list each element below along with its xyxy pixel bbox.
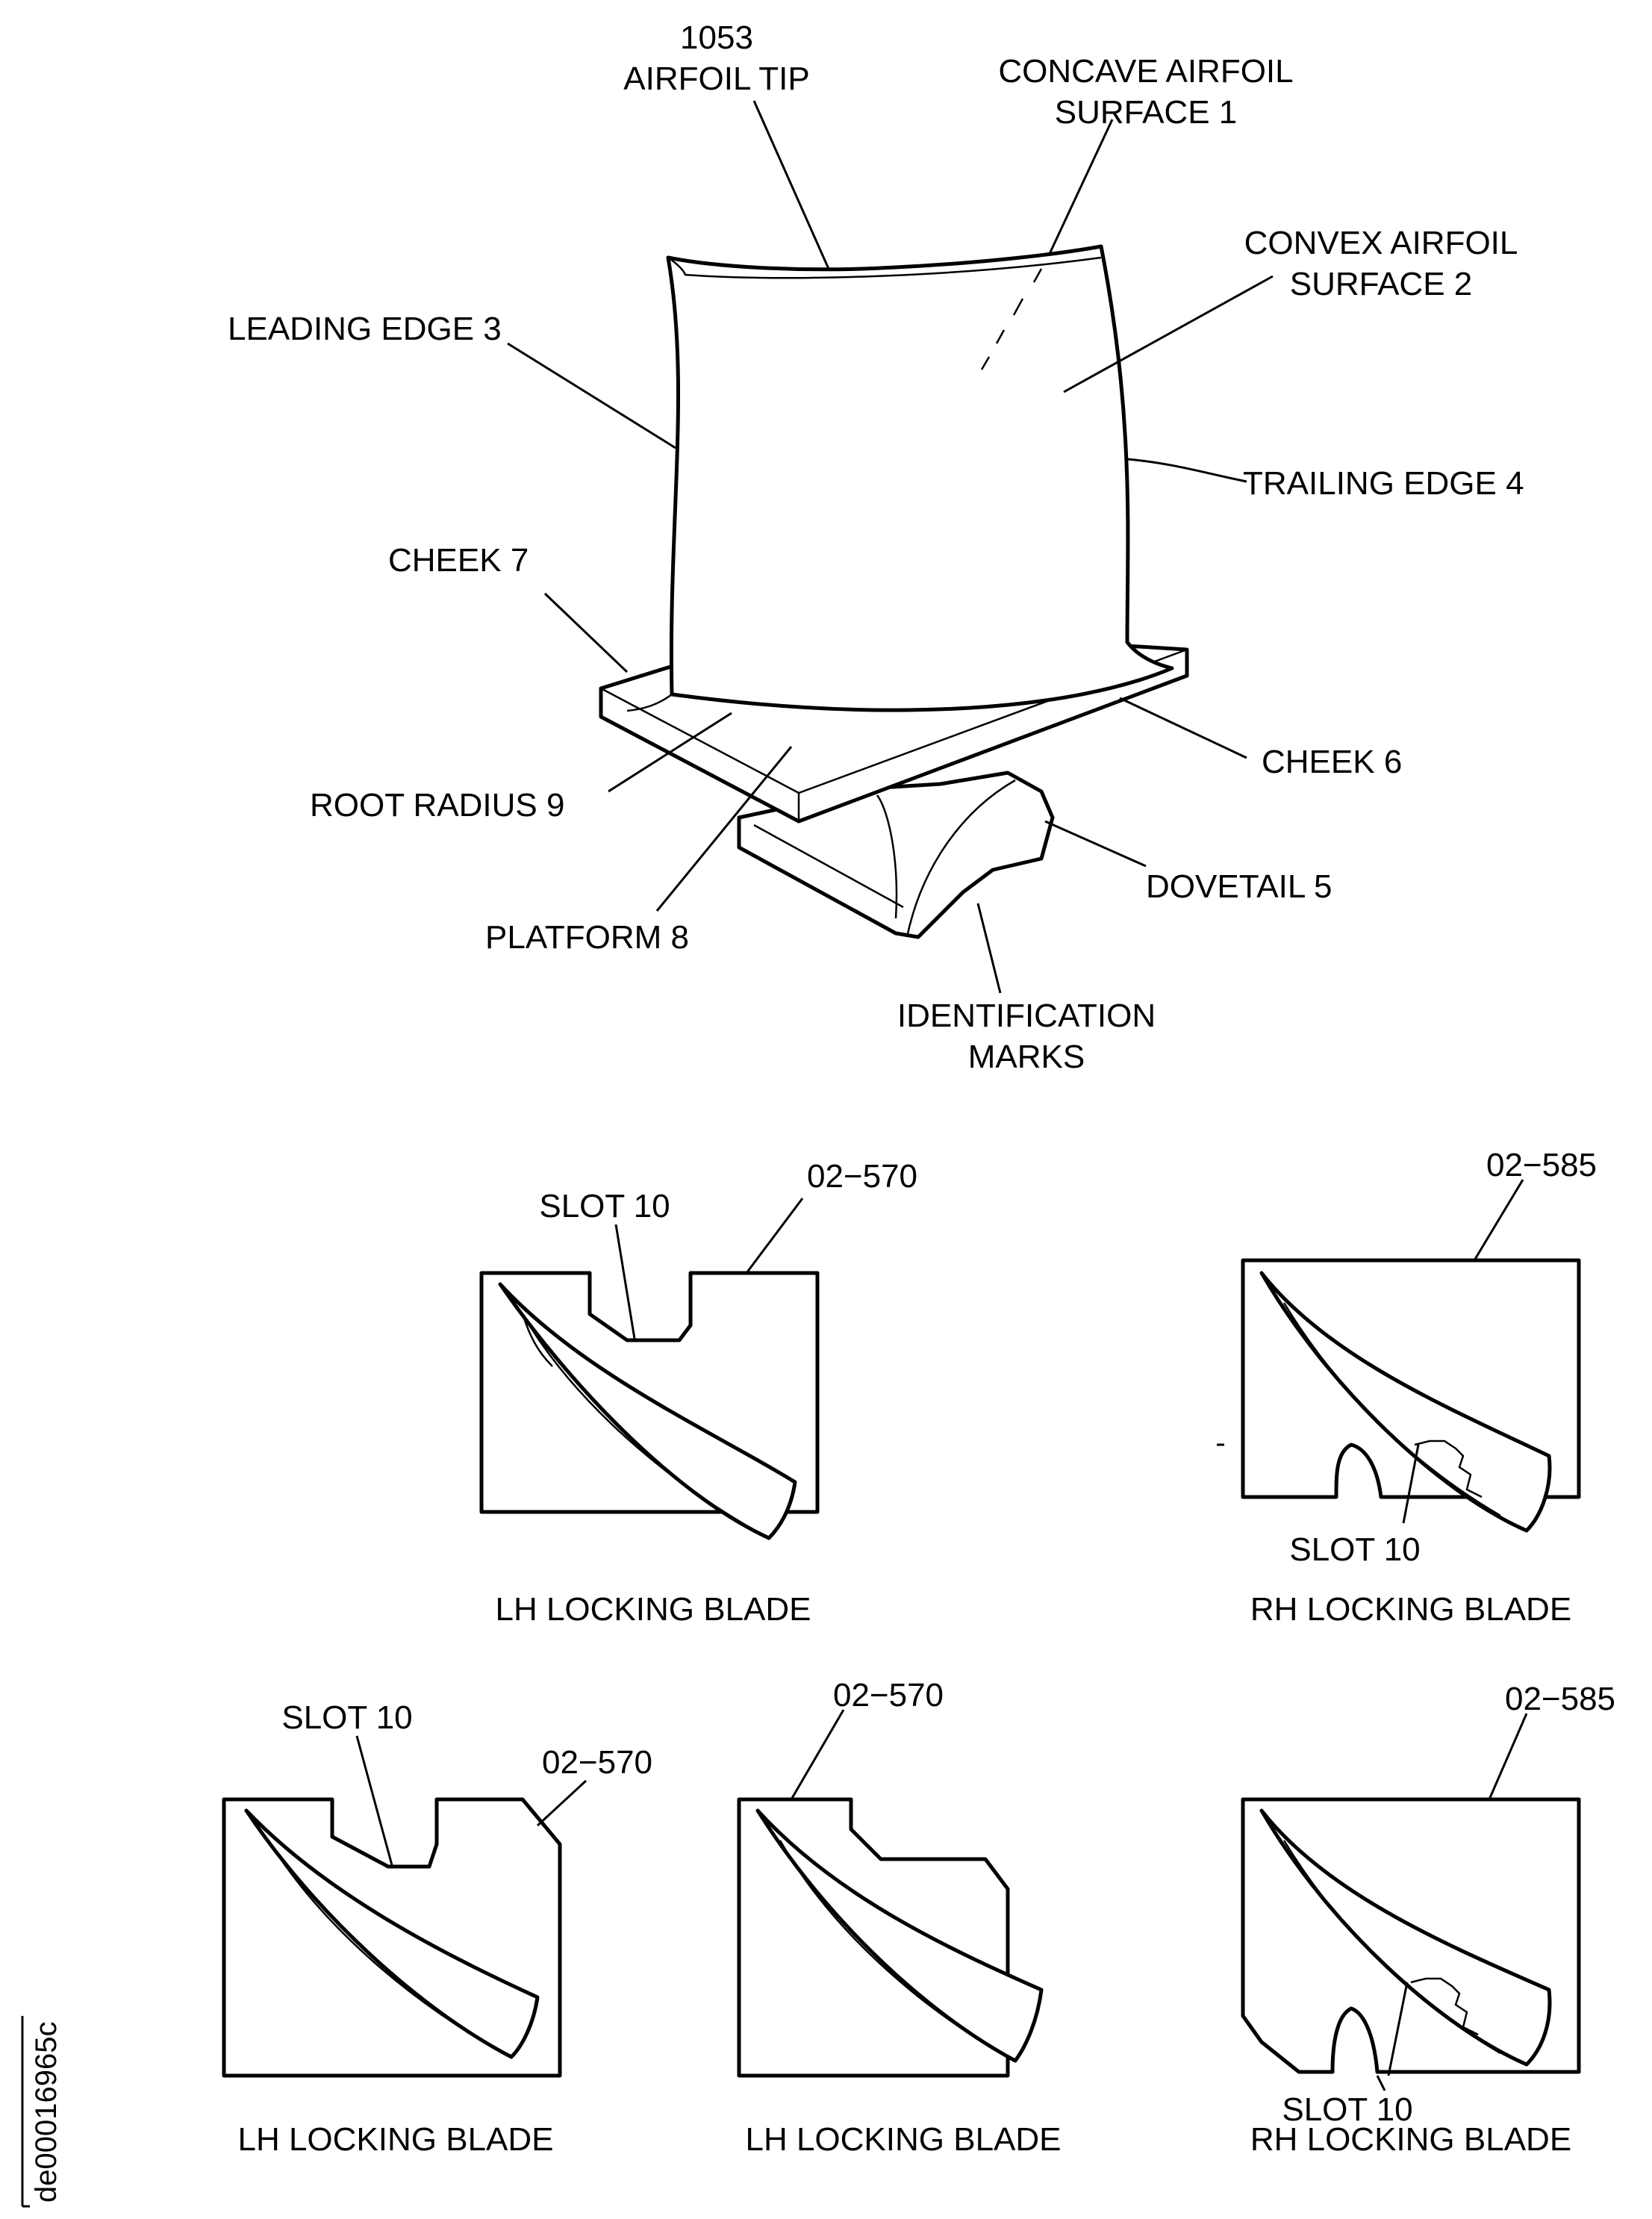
v3-slot-label: SLOT 10	[281, 1699, 412, 1736]
view-lh-3: 02−570 LH LOCKING BLADE	[737, 1677, 1062, 2158]
v5-slot-label: SLOT 10	[1282, 2091, 1412, 2128]
blade-ref-label: 1053	[680, 19, 753, 56]
airfoil-shape	[666, 244, 1174, 712]
convex-label-line2: SURFACE 2	[1290, 266, 1473, 302]
main-labels: 1053 AIRFOIL TIP CONCAVE AIRFOIL SURFACE…	[228, 19, 1524, 1075]
v5-caption: RH LOCKING BLADE	[1250, 2121, 1571, 2158]
v1-ref-label: 02−570	[807, 1158, 917, 1195]
view-rh-1: 02−585 SLOT 10 RH LOCKING BLADE	[1217, 1147, 1597, 1628]
identification-label-line1: IDENTIFICATION	[897, 998, 1156, 1034]
airfoil-tip-label: AIRFOIL TIP	[623, 60, 809, 97]
view-lh-2: SLOT 10 02−570 LH LOCKING BLADE	[222, 1699, 652, 2158]
trailing-edge-label: TRAILING EDGE 4	[1243, 465, 1524, 502]
main-leaders	[507, 100, 1274, 994]
cheek6-label: CHEEK 6	[1262, 744, 1402, 780]
figure-id-label: de00016965c	[30, 2022, 63, 2203]
v5-ref-label: 02−585	[1505, 1681, 1615, 1717]
concave-label-line1: CONCAVE AIRFOIL	[998, 53, 1293, 90]
platform-label: PLATFORM 8	[485, 919, 689, 956]
cheek7-label: CHEEK 7	[388, 542, 529, 579]
v2-slot-label: SLOT 10	[1289, 1531, 1420, 1568]
dovetail-label: DOVETAIL 5	[1146, 868, 1332, 905]
v1-slot-label: SLOT 10	[539, 1188, 670, 1224]
v2-ref-label: 02−585	[1486, 1147, 1597, 1183]
v2-caption: RH LOCKING BLADE	[1250, 1591, 1571, 1628]
v3-caption: LH LOCKING BLADE	[237, 2121, 553, 2158]
figure-id: de00016965c	[21, 2016, 63, 2208]
root-radius-label: ROOT RADIUS 9	[310, 787, 564, 824]
leading-edge-label: LEADING EDGE 3	[228, 311, 502, 347]
convex-label-line1: CONVEX AIRFOIL	[1244, 225, 1518, 261]
view-rh-2: 02−585 SLOT 10 RH LOCKING BLADE	[1241, 1681, 1615, 2158]
v4-ref-label: 02−570	[833, 1677, 944, 1714]
identification-label-line2: MARKS	[968, 1039, 1085, 1075]
main-blade	[599, 244, 1189, 939]
v4-caption: LH LOCKING BLADE	[745, 2121, 1061, 2158]
view-lh-1: SLOT 10 02−570 LH LOCKING BLADE	[479, 1158, 917, 1628]
v1-caption: LH LOCKING BLADE	[495, 1591, 811, 1628]
concave-label-line2: SURFACE 1	[1055, 94, 1238, 131]
v3-ref-label: 02−570	[542, 1744, 652, 1781]
